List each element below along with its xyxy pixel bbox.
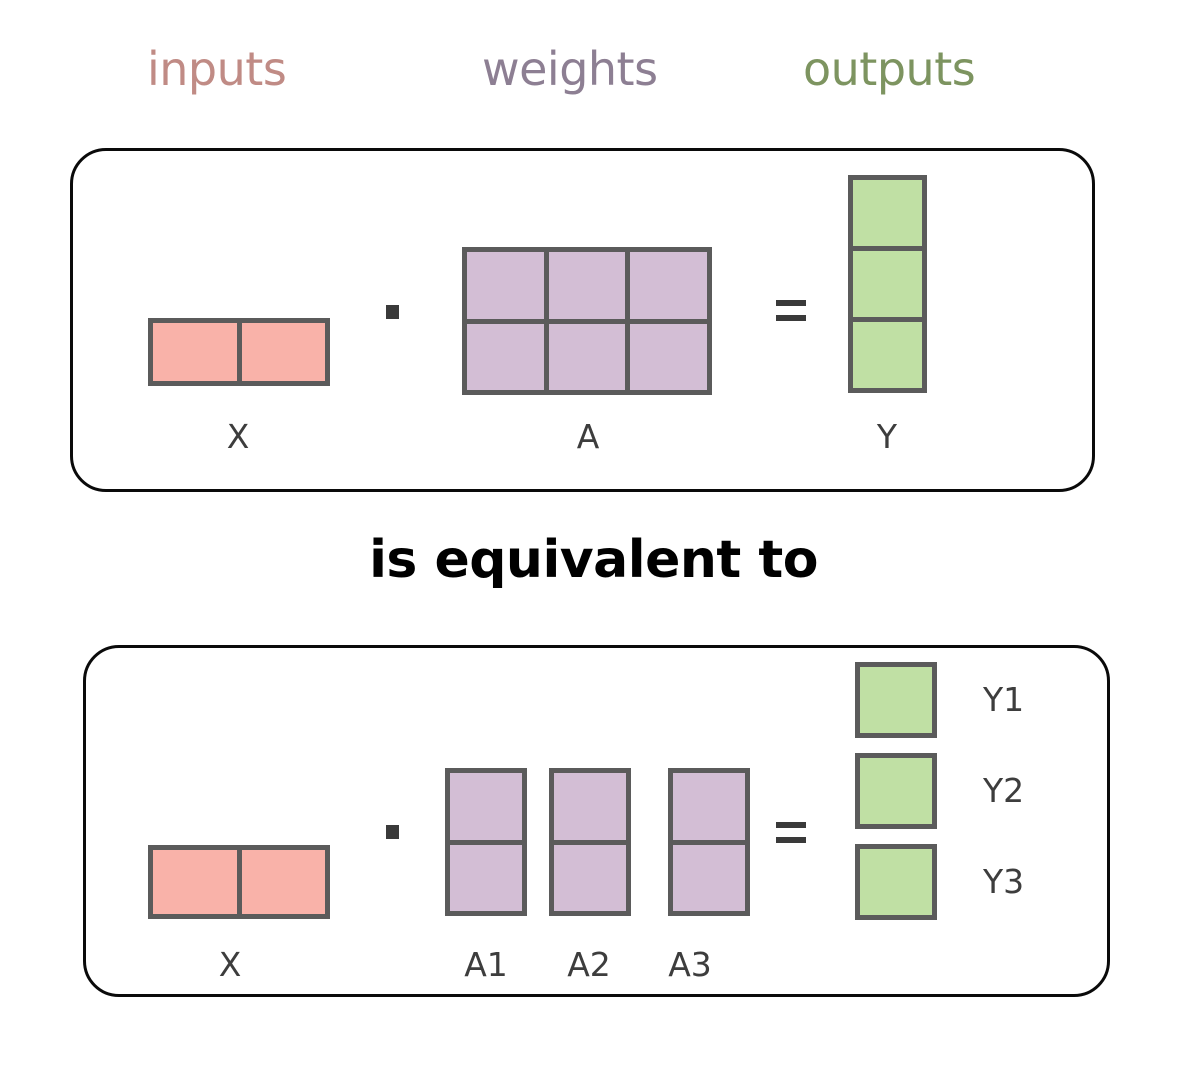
matrix-a3-shard: [668, 768, 750, 916]
matrix-y3-shard: [855, 844, 937, 920]
matrix-cell: [853, 251, 922, 317]
matrix-cell: [554, 773, 626, 840]
legend-label-inputs: inputs: [147, 42, 287, 96]
matrix-label-y3: Y3: [983, 862, 1025, 901]
matrix-cell: [554, 844, 626, 911]
matrix-label-a1: A1: [464, 945, 508, 984]
matrix-label-a2: A2: [567, 945, 611, 984]
matrix-cell: [853, 180, 922, 246]
matrix-a2-shard: [549, 768, 631, 916]
matrix-cell: [630, 252, 707, 319]
dot-operator-icon: [386, 305, 399, 319]
matrix-cell: [860, 667, 932, 733]
legend-row: inputs weights outputs: [0, 46, 1187, 110]
matrix-cell: [241, 850, 325, 914]
matrix-label-a-unsharded: A: [576, 417, 600, 456]
matrix-cell: [853, 322, 922, 388]
matrix-cell: [241, 323, 325, 381]
matrix-label-y-unsharded: Y: [876, 417, 898, 456]
matrix-a1-shard: [445, 768, 527, 916]
matrix-label-a3: A3: [668, 945, 712, 984]
matrix-x-sharded: [148, 845, 330, 919]
matrix-cell: [860, 758, 932, 824]
matrix-cell: [450, 773, 522, 840]
matrix-y1-shard: [855, 662, 937, 738]
matrix-y2-shard: [855, 753, 937, 829]
matrix-label-x-sharded: X: [218, 945, 242, 984]
matrix-cell: [153, 850, 237, 914]
matrix-label-y1: Y1: [983, 680, 1025, 719]
matrix-label-x-unsharded: X: [226, 417, 250, 456]
matrix-cell: [860, 849, 932, 915]
dot-operator-icon: [386, 825, 399, 839]
equals-operator-icon: [776, 300, 806, 321]
matrix-x-unsharded: [148, 318, 330, 386]
matrix-cell: [467, 323, 544, 390]
matrix-cell: [467, 252, 544, 319]
matrix-cell: [673, 844, 745, 911]
equals-bar-upper: [776, 822, 806, 828]
matrix-cell: [548, 323, 626, 390]
legend-label-weights: weights: [482, 42, 658, 96]
matrix-y-unsharded: [848, 175, 927, 393]
equals-bar-lower: [776, 837, 806, 843]
equals-bar-lower: [776, 315, 806, 321]
matrix-label-y2: Y2: [983, 771, 1025, 810]
matrix-cell: [630, 323, 707, 390]
matrix-a-unsharded: [462, 247, 712, 395]
matrix-cell: [548, 252, 626, 319]
equivalence-caption: is equivalent to: [369, 530, 818, 590]
matrix-cell: [450, 844, 522, 911]
equals-operator-icon: [776, 822, 806, 843]
legend-label-outputs: outputs: [803, 42, 976, 96]
equals-bar-upper: [776, 300, 806, 306]
matrix-cell: [673, 773, 745, 840]
matrix-cell: [153, 323, 237, 381]
